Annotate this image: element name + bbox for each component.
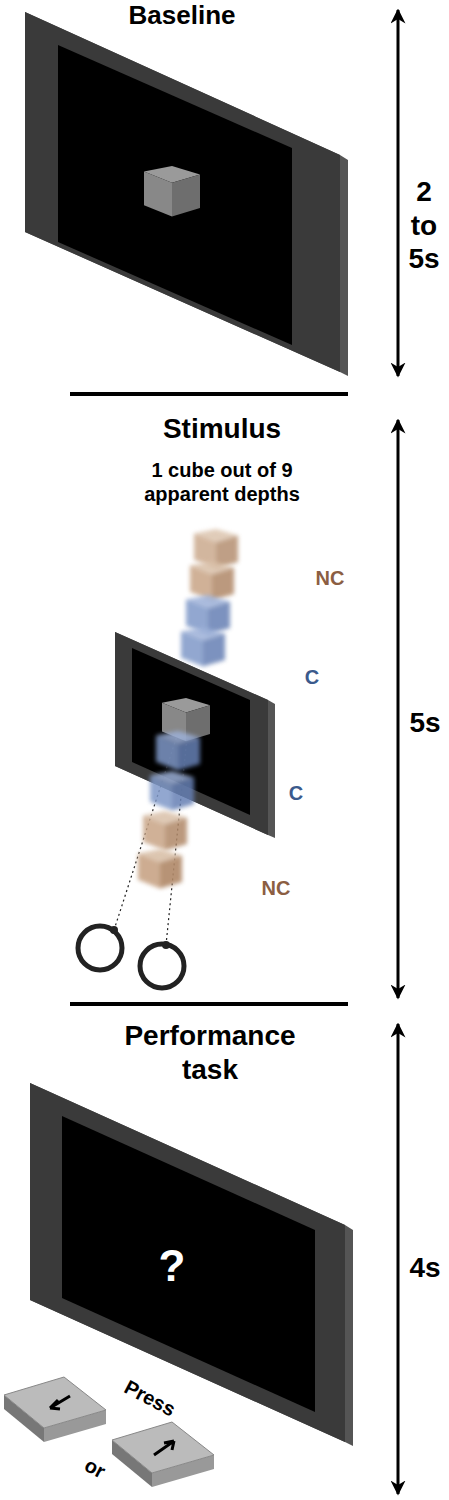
key xyxy=(4,1377,106,1442)
separator xyxy=(70,1002,348,1006)
label: 5s xyxy=(409,706,440,740)
separator xyxy=(70,392,348,396)
label: or xyxy=(81,1453,110,1484)
cube xyxy=(156,731,200,771)
label: NC xyxy=(316,566,345,590)
monitor xyxy=(115,632,275,838)
eye xyxy=(78,926,122,970)
time-arrow xyxy=(397,10,400,376)
key xyxy=(112,1422,214,1487)
cube xyxy=(181,627,225,667)
cube xyxy=(143,811,187,851)
cube xyxy=(144,166,200,216)
label: Performance task xyxy=(100,1019,320,1086)
label: Stimulus xyxy=(163,412,281,446)
label: NC xyxy=(262,876,291,900)
time-arrow xyxy=(397,1024,400,1494)
screen-text: ? xyxy=(155,1240,190,1292)
question-mark: ? xyxy=(155,1240,190,1292)
eye xyxy=(140,944,184,988)
monitor xyxy=(25,12,348,376)
label: 4s xyxy=(409,1251,440,1285)
cube xyxy=(150,771,194,811)
cube xyxy=(190,561,234,601)
label: 1 cube out of 9 apparent depths xyxy=(107,458,337,506)
label: C xyxy=(289,781,303,805)
cube xyxy=(138,849,182,889)
time-arrow xyxy=(397,420,400,998)
label: Baseline xyxy=(129,0,236,31)
label: C xyxy=(305,665,319,689)
label: Press xyxy=(120,1375,179,1422)
label: 2 to 5s xyxy=(402,175,446,276)
